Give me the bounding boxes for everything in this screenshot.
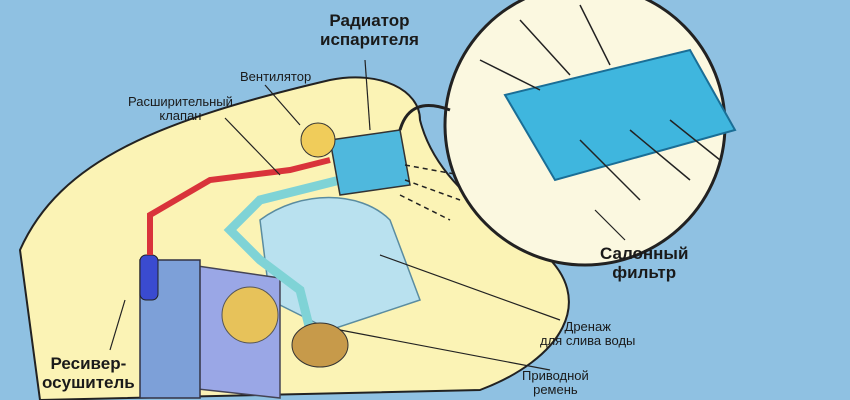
filter-airflow-arrows [479,4,721,201]
airflow-arrows [399,164,461,221]
label-evaporator: Радиатор испарителя [320,11,419,49]
radiator-fan-icon [221,286,279,344]
magnifier-pointer-arrow [398,104,451,131]
label-line: ремень [533,382,578,398]
label-drain: Дренаж для слива воды [540,319,636,349]
label-fan: Вентилятор [240,69,312,84]
label-line: для слива воды [540,333,636,349]
low-pressure-pipe [223,175,342,332]
high-pressure-pipe [147,157,331,255]
label-line: испарителя [320,29,419,49]
label-line: Ресивер- [50,354,127,373]
leader-lines [109,59,626,371]
label-line: Приводной [522,368,589,383]
label-line: фильтр [612,262,677,282]
evaporator-unit [329,129,411,196]
label-receiver-drier: Ресивер- осушитель [42,354,135,392]
label-line: Расширительный [128,94,233,109]
receiver-drier [139,254,159,301]
label-expansion-valve: Расширительный клапан [128,94,233,124]
blower-fan-icon [300,122,336,158]
radiator [139,259,201,399]
label-line: Дренаж [564,319,611,334]
label-cabin-filter: Салонный фильтр [600,244,689,282]
cabin-filter [503,48,737,182]
label-line: осушитель [42,372,135,392]
label-line: Салонный [600,244,689,263]
compressor [291,322,349,368]
label-line: клапан [159,108,202,124]
label-drive-belt: Приводной ремень [522,368,589,398]
label-line: Радиатор [329,11,410,30]
